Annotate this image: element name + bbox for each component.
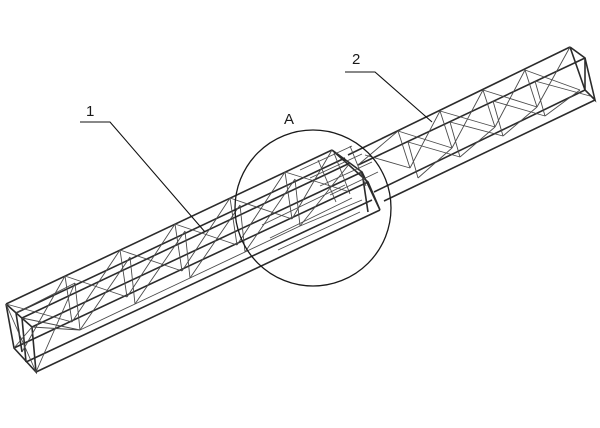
leader-line-1 (80, 121, 206, 233)
callout-label-1: 1 (86, 103, 94, 120)
truss-section-2 (347, 46, 597, 202)
leader-line-2 (345, 71, 433, 123)
callout-label-2: 2 (352, 51, 360, 68)
callout-label-a: A (284, 111, 294, 128)
truss-section-1 (5, 145, 381, 375)
detail-circle-a (234, 129, 392, 287)
